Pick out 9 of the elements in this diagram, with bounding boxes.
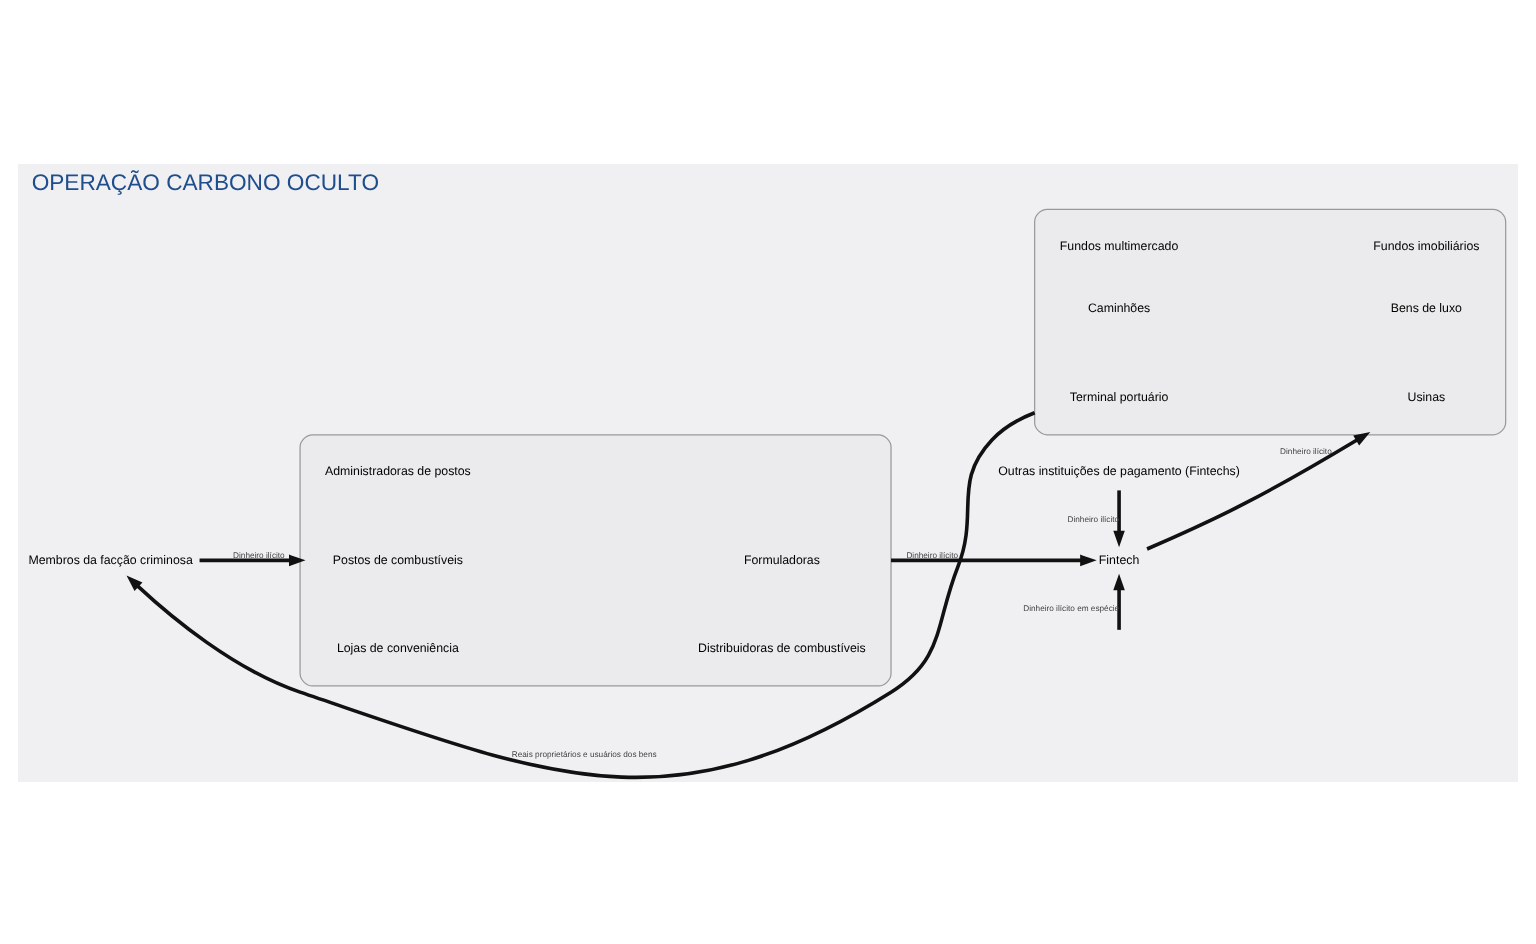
diagram-title: OPERAÇÃO CARBONO OCULTO [31,171,380,196]
arrow [891,553,1097,566]
arrow [1113,489,1125,547]
arrow [126,410,1036,778]
cluster [299,433,892,686]
arrow [1146,430,1371,550]
arrow [199,553,306,566]
cluster [1034,207,1507,435]
arrow [1113,572,1125,629]
